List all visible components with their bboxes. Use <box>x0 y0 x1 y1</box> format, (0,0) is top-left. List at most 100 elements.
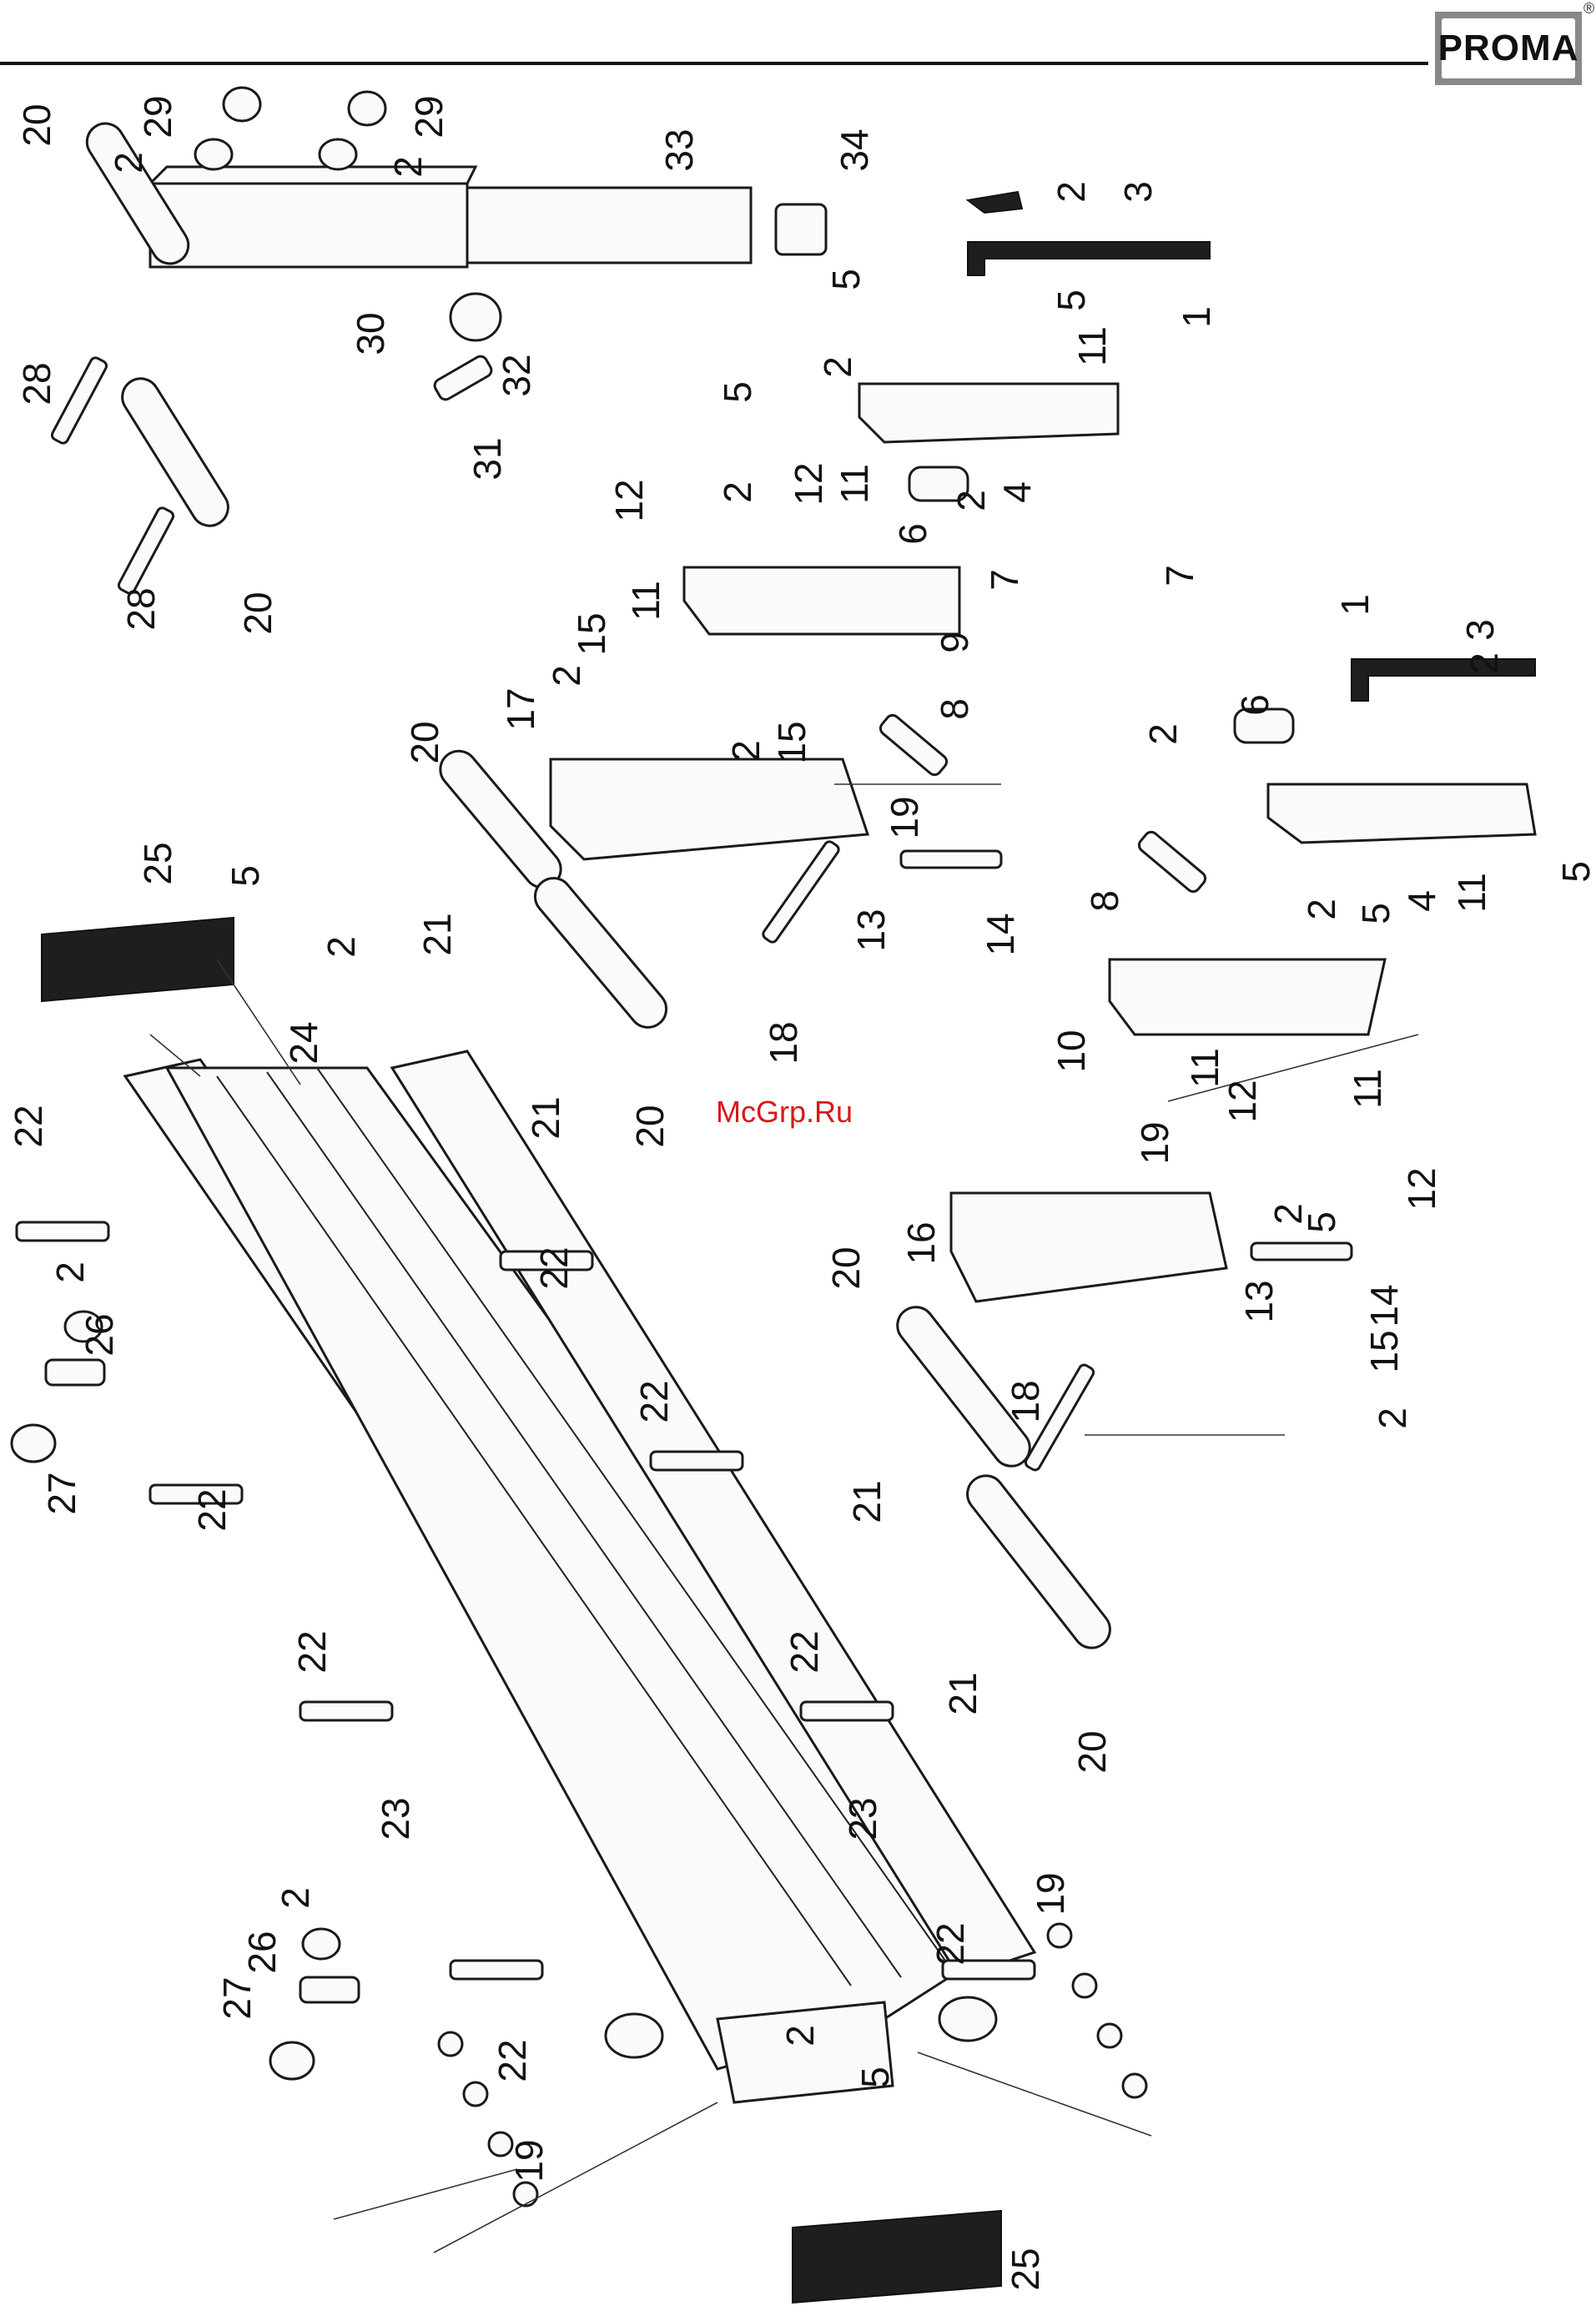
extrusion-24 <box>167 1068 1001 2069</box>
part-callout: 2 <box>386 156 430 178</box>
part-callout: 11 <box>1346 1069 1389 1109</box>
part-callout: 5 <box>1050 290 1093 311</box>
part-callout: 14 <box>1362 1284 1406 1327</box>
part-callout: 4 <box>995 481 1039 503</box>
stand-leg-assembly <box>50 88 826 595</box>
part-callout: 7 <box>1158 565 1201 587</box>
part-callout: 23 <box>374 1797 417 1840</box>
part-callout: 2 <box>949 490 993 511</box>
extrusion-groove <box>267 1072 901 1977</box>
part-callout: 5 <box>1354 903 1397 924</box>
part-callout: 12 <box>1221 1080 1264 1122</box>
nut-19 <box>1098 2024 1121 2047</box>
part-callout: 20 <box>1070 1730 1114 1773</box>
part-callout: 22 <box>783 1630 826 1673</box>
part-callout: 5 <box>1554 861 1596 883</box>
part-callout: 9 <box>933 632 976 653</box>
part-callout: 5 <box>853 2067 897 2088</box>
rail-end-left <box>606 2014 662 2057</box>
part-callout: 1 <box>1175 306 1218 328</box>
pin-8 <box>878 712 949 778</box>
part-callout: 6 <box>891 523 934 545</box>
part-callout: 15 <box>1362 1330 1406 1372</box>
part-callout: 2 <box>107 152 150 174</box>
plate-9 <box>684 567 959 634</box>
part-callout: 32 <box>495 354 538 396</box>
part-callout: 19 <box>1029 1872 1072 1915</box>
knob-icon <box>451 294 501 340</box>
part-callout: 16 <box>899 1221 943 1264</box>
bolt-26 <box>46 1360 104 1385</box>
angle-bracket-1 <box>968 242 1210 275</box>
part-callout: 2 <box>1050 181 1093 203</box>
part-callout: 26 <box>240 1931 284 1973</box>
part-callout: 11 <box>1070 326 1114 366</box>
leader <box>334 2169 517 2219</box>
cap-nut-icon <box>224 88 260 121</box>
part-callout: 5 <box>716 381 759 403</box>
part-callout: 22 <box>929 1922 972 1965</box>
part-callout: 19 <box>507 2139 551 2182</box>
nut-19 <box>1048 1924 1071 1947</box>
part-callout: 15 <box>570 612 613 655</box>
part-callout: 11 <box>833 464 876 504</box>
part-callout: 26 <box>78 1313 121 1356</box>
part-callout: 34 <box>833 128 876 171</box>
part-callout: 33 <box>657 128 701 171</box>
telescopic-tube <box>467 188 751 263</box>
leader <box>434 2102 717 2253</box>
nut-19 <box>1073 1974 1096 1997</box>
rail-end-right <box>939 1997 996 2041</box>
nut-19 <box>464 2082 487 2106</box>
part-callout: 30 <box>349 312 392 355</box>
part-callout: 20 <box>236 592 279 634</box>
part-callout: 2 <box>816 356 859 378</box>
bolt-26 <box>300 1977 359 2002</box>
nut-19 <box>439 2032 462 2056</box>
part-callout: 20 <box>15 103 58 146</box>
screw-22 <box>801 1702 893 1720</box>
part-callout: 22 <box>290 1630 334 1673</box>
part-callout: 31 <box>466 437 509 480</box>
part-callout: 21 <box>415 913 459 955</box>
part-callout: 2 <box>1300 899 1343 920</box>
bolt-icon <box>50 356 108 446</box>
part-callout: 25 <box>1004 2248 1047 2290</box>
part-callout: 2 <box>48 1261 92 1283</box>
part-callout: 2 <box>320 936 363 958</box>
part-callout: 4 <box>1400 890 1443 912</box>
washer-icon <box>320 139 356 169</box>
washer-icon <box>195 139 232 169</box>
screw-22 <box>651 1452 743 1470</box>
part-callout: 29 <box>136 95 179 138</box>
part-callout: 3 <box>1116 181 1160 203</box>
part-callout: 21 <box>524 1096 567 1139</box>
part-callout: 15 <box>770 721 813 763</box>
leader <box>918 2052 1151 2136</box>
part-callout: 5 <box>224 865 267 887</box>
part-callout: 14 <box>979 913 1022 955</box>
part-callout: 20 <box>628 1105 672 1147</box>
part-callout: 2 <box>274 1887 317 1909</box>
angle-bracket-1-lip <box>968 192 1022 213</box>
part-callout: 2 <box>1141 723 1185 745</box>
foot-cap <box>776 204 826 254</box>
nut-19 <box>514 2183 537 2206</box>
part-callout: 12 <box>787 462 830 505</box>
strip-25-top <box>42 918 234 1001</box>
knob-27 <box>12 1425 55 1462</box>
part-callout: 6 <box>1233 694 1276 716</box>
upright-tube <box>150 184 467 267</box>
strip-25-bottom <box>793 2211 1001 2303</box>
foot-bar-20 <box>433 743 568 894</box>
part-callout: 23 <box>841 1797 884 1840</box>
part-callout: 3 <box>1458 619 1502 641</box>
foot-bar-20b <box>527 871 673 1035</box>
part-callout: 19 <box>1133 1121 1176 1164</box>
part-callout: 18 <box>762 1021 805 1064</box>
part-callout: 22 <box>7 1105 50 1147</box>
part-callout: 13 <box>1237 1280 1281 1322</box>
part-callout: 2 <box>1463 652 1506 674</box>
